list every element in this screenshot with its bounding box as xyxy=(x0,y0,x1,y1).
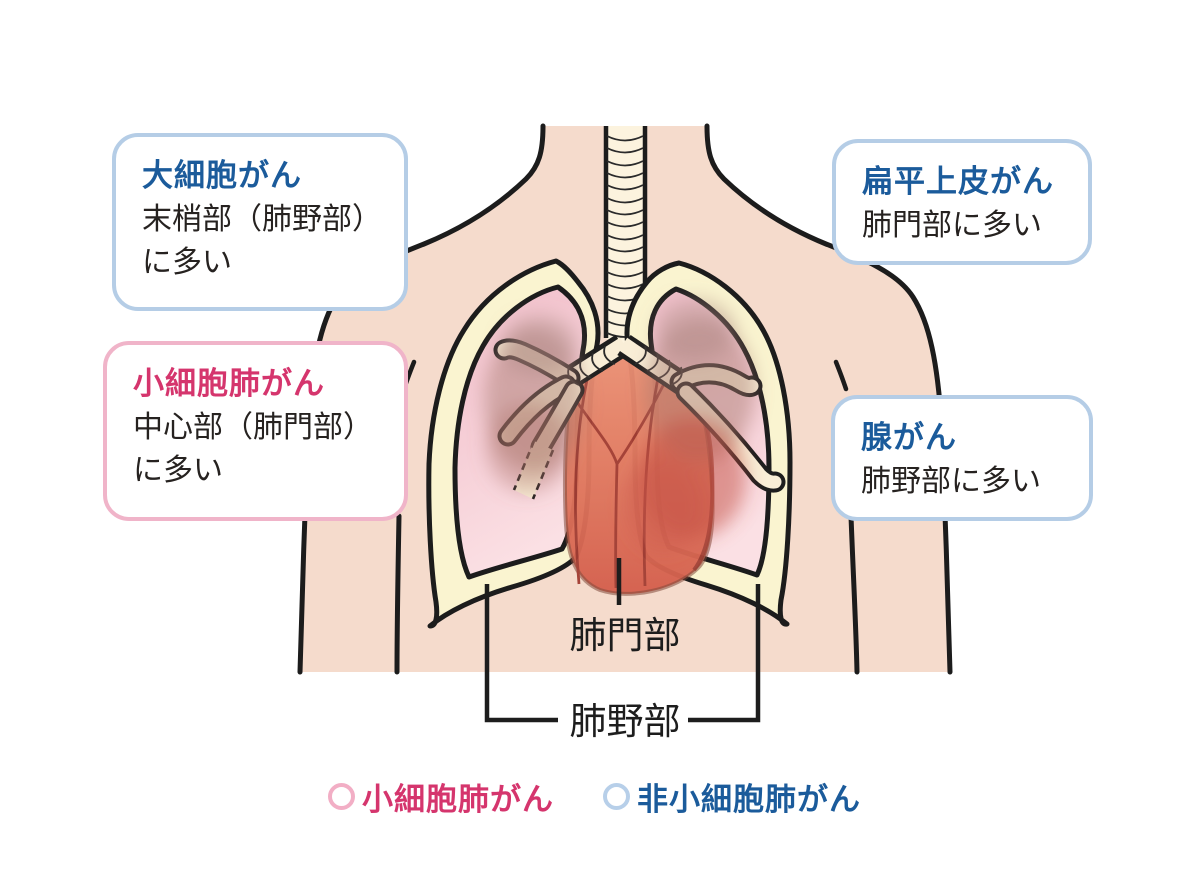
callout-title: 大細胞がん xyxy=(142,158,302,194)
callout-line: に多い xyxy=(142,245,232,280)
lung-field-bracket xyxy=(484,584,761,723)
heart-vessels xyxy=(574,374,667,589)
legend-label: 非小細胞肺がん xyxy=(637,781,861,818)
non-small-cell-ring-icon xyxy=(603,782,630,810)
armpit-crease-right xyxy=(833,359,849,392)
small-cell-ring-icon xyxy=(328,782,355,810)
callout-line: 中心部（肺門部） xyxy=(133,410,373,445)
callout-line: 末梢部（肺野部） xyxy=(142,202,382,237)
hilum-label: 肺門部 xyxy=(570,614,681,657)
legend: 小細胞肺がん 非小細胞肺がん xyxy=(0,779,1200,818)
callout-line: 肺門部に多い xyxy=(862,208,1042,243)
hilar-shading xyxy=(484,298,755,553)
callout-adenocarcinoma: 腺がん 肺野部に多い xyxy=(831,395,1093,521)
region-annotations: 肺門部 肺野部 xyxy=(484,558,761,743)
callout-line: 肺野部に多い xyxy=(861,464,1041,499)
callout-title: 扁平上皮がん xyxy=(862,164,1054,200)
arm-line-left xyxy=(394,513,402,675)
callout-title: 小細胞肺がん xyxy=(133,366,325,402)
legend-item-small-cell: 小細胞肺がん xyxy=(328,779,554,818)
legend-item-non-small-cell: 非小細胞肺がん xyxy=(603,779,861,818)
callout-squamous-cell-carcinoma: 扁平上皮がん 肺門部に多い xyxy=(832,139,1092,265)
callout-title: 腺がん xyxy=(861,420,957,456)
callout-large-cell-carcinoma: 大細胞がん 末梢部（肺野部） に多い xyxy=(112,133,408,311)
lung-field-label: 肺野部 xyxy=(570,700,681,743)
arm-line-right xyxy=(848,513,860,675)
callout-small-cell-lung-cancer: 小細胞肺がん 中心部（肺門部） に多い xyxy=(103,341,408,521)
callout-line: に多い xyxy=(133,453,223,488)
legend-label: 小細胞肺がん xyxy=(362,781,554,818)
